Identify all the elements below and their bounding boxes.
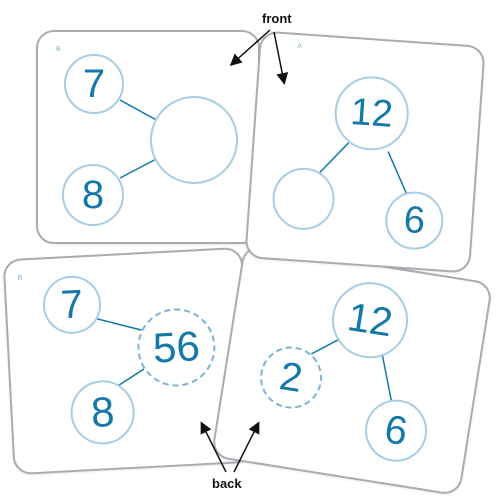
number-circle-top: 7 [64,54,124,114]
card-front-multiplication: B 7 8 [36,30,260,244]
back-label: back [212,476,242,491]
front-label: front [262,11,292,26]
card-back-division: 12 2 6 [210,243,494,497]
card-back-multiplication: B 7 56 8 [2,246,254,476]
card-letter: B [56,46,61,53]
number-circle-bottom: 8 [62,164,124,226]
card-front-division: A 12 6 [244,30,486,274]
answer-circle-empty [150,96,238,184]
